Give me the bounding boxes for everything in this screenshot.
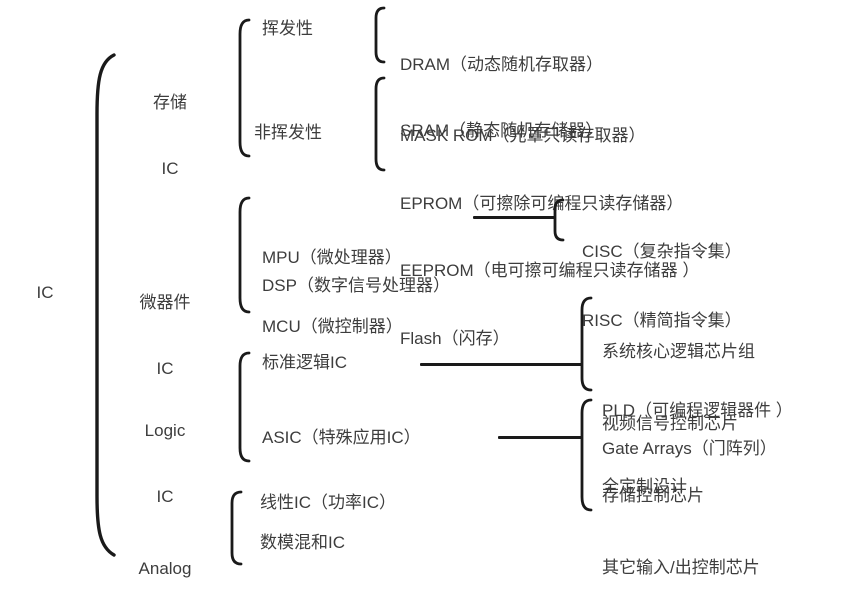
node-full-custom-design: 全定制设计 xyxy=(602,477,687,496)
instruction-set-items: CISC（复杂指令集） RISC（精简指令集） xyxy=(582,194,742,378)
group-label-micro: 微器件 IC xyxy=(125,248,205,424)
standard-logic-connector-line xyxy=(420,363,582,366)
node-cisc: CISC（复杂指令集） xyxy=(582,242,742,261)
node-asic: ASIC（特殊应用IC） xyxy=(262,428,421,447)
node-dram: DRAM（动态随机存取器） xyxy=(400,55,604,74)
node-memory-control-chip: 存储控制芯片 xyxy=(602,486,704,505)
asic-children-bracket xyxy=(580,398,593,512)
asic-connector-line xyxy=(498,436,582,439)
node-gate-arrays: Gate Arrays（门阵列） xyxy=(602,439,777,458)
micro-bracket xyxy=(238,196,251,314)
node-risc: RISC（精简指令集） xyxy=(582,311,742,330)
memory-label-line2: IC xyxy=(161,159,179,178)
volatile-items: DRAM（动态随机存取器） SRAM（静态随机存储器） xyxy=(400,10,603,186)
node-pld: PLD（可编程逻辑器件 ） xyxy=(602,401,793,420)
node-linear-ic: 线性IC（功率IC） xyxy=(260,493,396,512)
logic-label-line1: Logic xyxy=(144,421,186,440)
nonvolatile-items: MASK ROM（光罩只读存取器） EPROM（可擦除可编程只读存储器） EEP… xyxy=(400,80,699,395)
group-label-memory: 存储 IC xyxy=(133,48,207,224)
logic-label-line2: IC xyxy=(156,487,174,506)
standard-logic-children-bracket xyxy=(580,296,593,392)
micro-label-line1: 微器件 xyxy=(139,293,191,312)
memory-label-line1: 存储 xyxy=(153,93,187,112)
node-video-signal-chip: 视频信号控制芯片 xyxy=(602,414,738,433)
node-flash: Flash（闪存） xyxy=(400,328,510,348)
standard-logic-items: 系统核心逻辑芯片组 视频信号控制芯片 存储控制芯片 其它输入/出控制芯片 xyxy=(602,292,760,589)
mpu-connector-line xyxy=(473,216,555,219)
node-io-control-chip: 其它输入/出控制芯片 xyxy=(602,558,760,577)
node-mixed-signal-ic: 数模混和IC xyxy=(260,533,345,552)
volatile-bracket xyxy=(374,6,386,64)
micro-items: MPU（微处理器） MCU（微控制器） xyxy=(262,200,403,384)
analog-bracket xyxy=(230,490,243,566)
node-mcu: MCU（微控制器） xyxy=(262,317,403,336)
root-node-ic: IC xyxy=(36,283,54,302)
node-nonvolatile: 非挥发性 xyxy=(254,123,322,142)
node-eprom: EPROM（可擦除可编程只读存储器） xyxy=(400,193,684,213)
root-bracket xyxy=(95,53,116,557)
group-label-analog: Analog IC xyxy=(118,514,212,589)
logic-bracket xyxy=(238,351,251,463)
node-core-logic-chipset: 系统核心逻辑芯片组 xyxy=(602,342,755,361)
micro-label-line2: IC xyxy=(156,359,174,378)
node-mask-rom: MASK ROM（光罩只读存取器） xyxy=(400,126,646,145)
node-sram: SRAM（静态随机存储器） xyxy=(400,121,603,140)
node-eeprom: EEPROM（电可擦可编程只读存储器 ） xyxy=(400,261,700,280)
node-mpu: MPU（微处理器） xyxy=(262,248,402,267)
node-dsp: DSP（数字信号处理器） xyxy=(262,276,450,295)
group-label-logic: Logic IC xyxy=(125,376,205,552)
node-standard-logic: 标准逻辑IC xyxy=(262,353,347,372)
memory-bracket xyxy=(238,18,251,158)
nonvolatile-bracket xyxy=(374,76,386,172)
node-volatile: 挥发性 xyxy=(262,19,313,38)
instruction-set-bracket xyxy=(553,198,565,242)
analog-label-line1: Analog xyxy=(138,559,192,578)
